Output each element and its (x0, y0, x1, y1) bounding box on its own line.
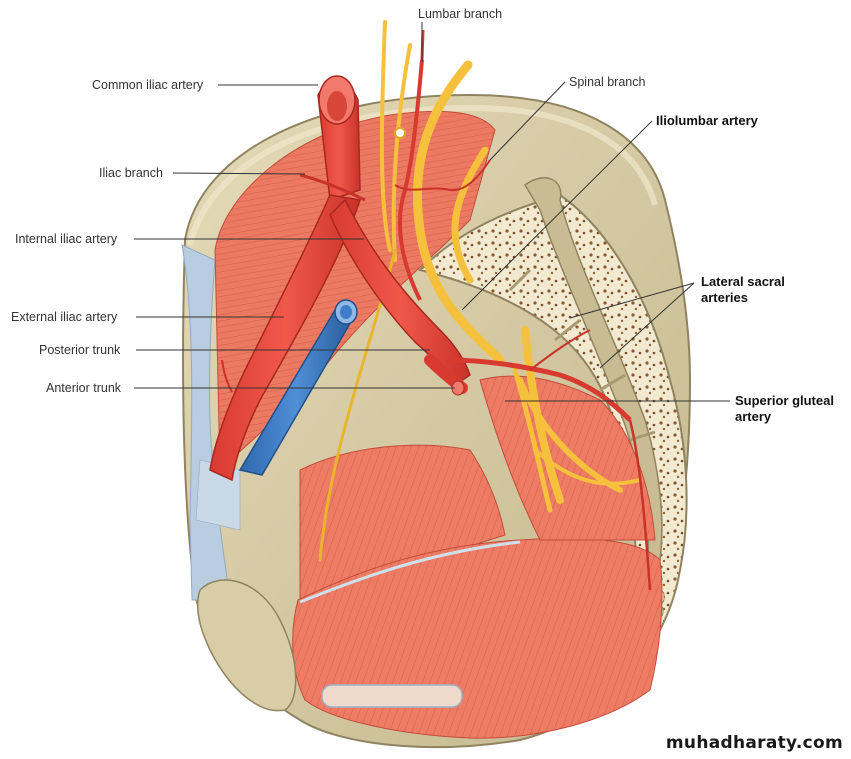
label-common-iliac-artery: Common iliac artery (92, 78, 204, 92)
label-spinal-branch: Spinal branch (569, 75, 646, 89)
label-lateral-sacral-arteries-line1: Lateral sacral (701, 274, 785, 289)
label-lateral-sacral-arteries-line2: arteries (701, 290, 748, 305)
lumbosacral-nerves (318, 20, 642, 562)
label-external-iliac-artery: External iliac artery (11, 310, 118, 324)
pelvic-floor-muscles (197, 375, 663, 739)
label-anterior-trunk: Anterior trunk (46, 381, 122, 395)
leader-lines (134, 22, 730, 402)
label-internal-iliac-artery: Internal iliac artery (15, 232, 118, 246)
label-iliolumbar-artery: Iliolumbar artery (656, 113, 758, 128)
external-iliac-vein (238, 299, 358, 476)
label-lumbar-branch: Lumbar branch (418, 7, 503, 21)
watermark: muhadharaty.com (665, 733, 843, 753)
label-superior-gluteal-artery-line2: artery (735, 409, 772, 424)
label-iliac-branch: Iliac branch (99, 166, 163, 180)
label-posterior-trunk: Posterior trunk (39, 343, 121, 357)
label-superior-gluteal-artery-line1: Superior gluteal (735, 393, 834, 408)
